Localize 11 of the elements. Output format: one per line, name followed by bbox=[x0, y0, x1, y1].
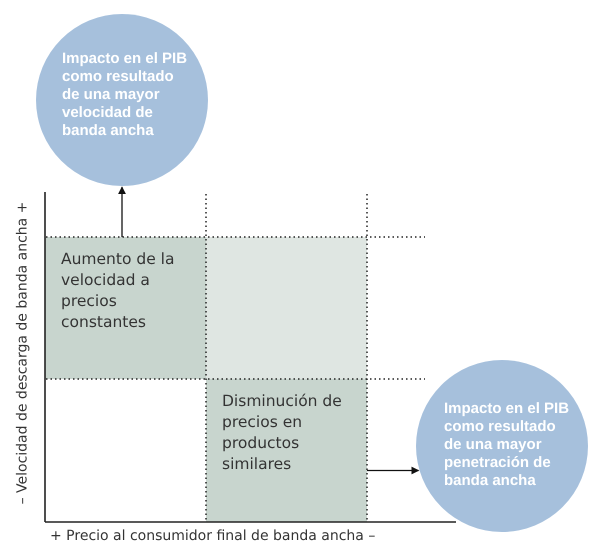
arrow bbox=[367, 466, 420, 474]
impact-text: Impacto en el PIB como resultado de una mayor velocidad de banda ancha bbox=[62, 50, 188, 140]
quadrant-text: Disminución de precios en productos similares bbox=[222, 391, 343, 475]
arrow bbox=[118, 186, 126, 237]
quadrant-box bbox=[45, 237, 206, 379]
quadrant-text: Aumento de la velocidad a precios constantes bbox=[61, 249, 176, 333]
axis-label: + Precio al consumidor final de banda ancha – bbox=[50, 528, 376, 544]
shaded-region bbox=[206, 237, 367, 379]
quadrant-box bbox=[206, 379, 367, 522]
axis-label: – Velocidad de descarga de banda ancha + bbox=[14, 202, 30, 504]
impact-text: Impacto en el PIB como resultado de una mayor penetración de banda ancha bbox=[444, 400, 570, 490]
